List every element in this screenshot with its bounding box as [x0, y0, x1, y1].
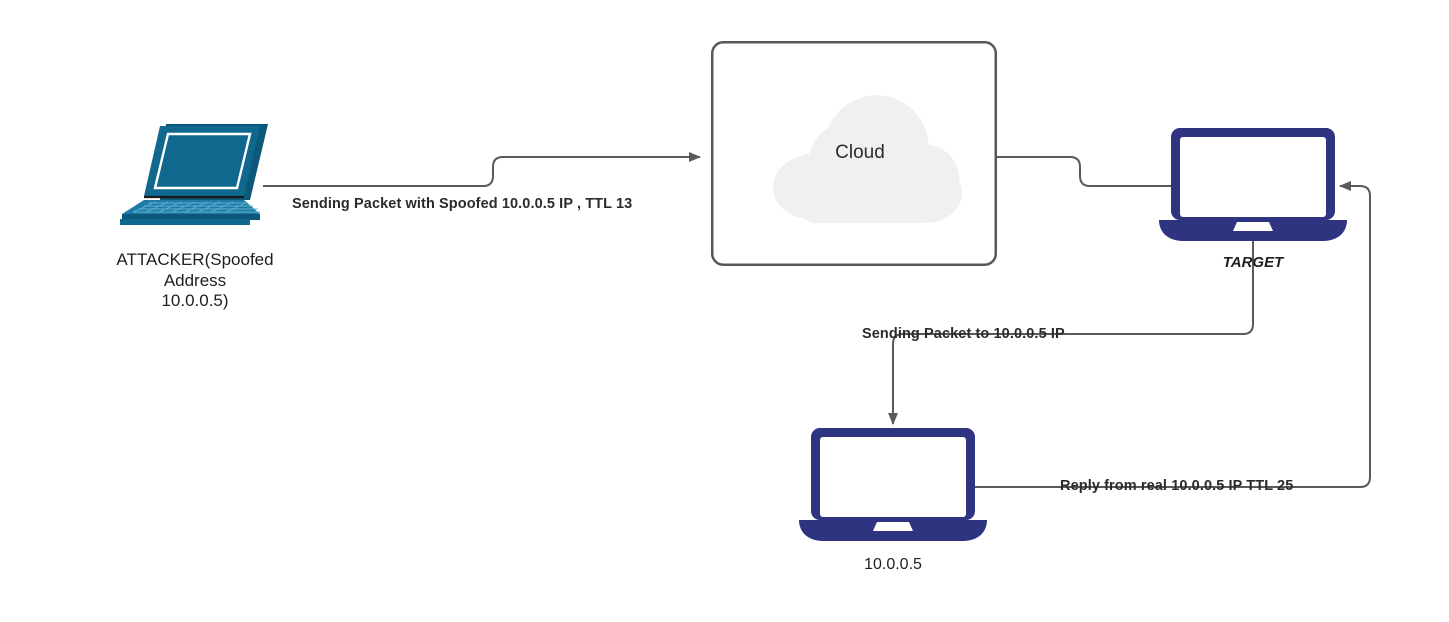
laptop-icon: [120, 124, 268, 225]
laptop-icon: [799, 428, 987, 541]
cloud-icon: [773, 95, 962, 223]
node-attacker[interactable]: [108, 122, 268, 226]
node-target[interactable]: [1157, 126, 1349, 246]
cloud-container-icon: [711, 41, 997, 266]
cloud-label: Cloud: [835, 142, 885, 163]
edge-label-target-to-victim: Sending Packet to 10.0.0.5 IP: [862, 326, 1065, 342]
edge-cloud-to-target: [996, 156, 1171, 187]
edge-label-victim-to-target: Reply from real 10.0.0.5 IP TTL 25: [1060, 478, 1294, 494]
node-cloud[interactable]: [711, 41, 997, 266]
laptop-icon: [1159, 128, 1347, 241]
node-victim[interactable]: [797, 426, 989, 546]
edge-attacker-to-cloud: [263, 152, 701, 187]
victim-caption: 10.0.0.5: [864, 556, 922, 573]
target-caption: TARGET: [1222, 254, 1284, 271]
attacker-caption: ATTACKER(Spoofed Address 10.0.0.5): [116, 250, 274, 311]
edge-label-attacker-to-cloud: Sending Packet with Spoofed 10.0.0.5 IP …: [292, 196, 633, 212]
